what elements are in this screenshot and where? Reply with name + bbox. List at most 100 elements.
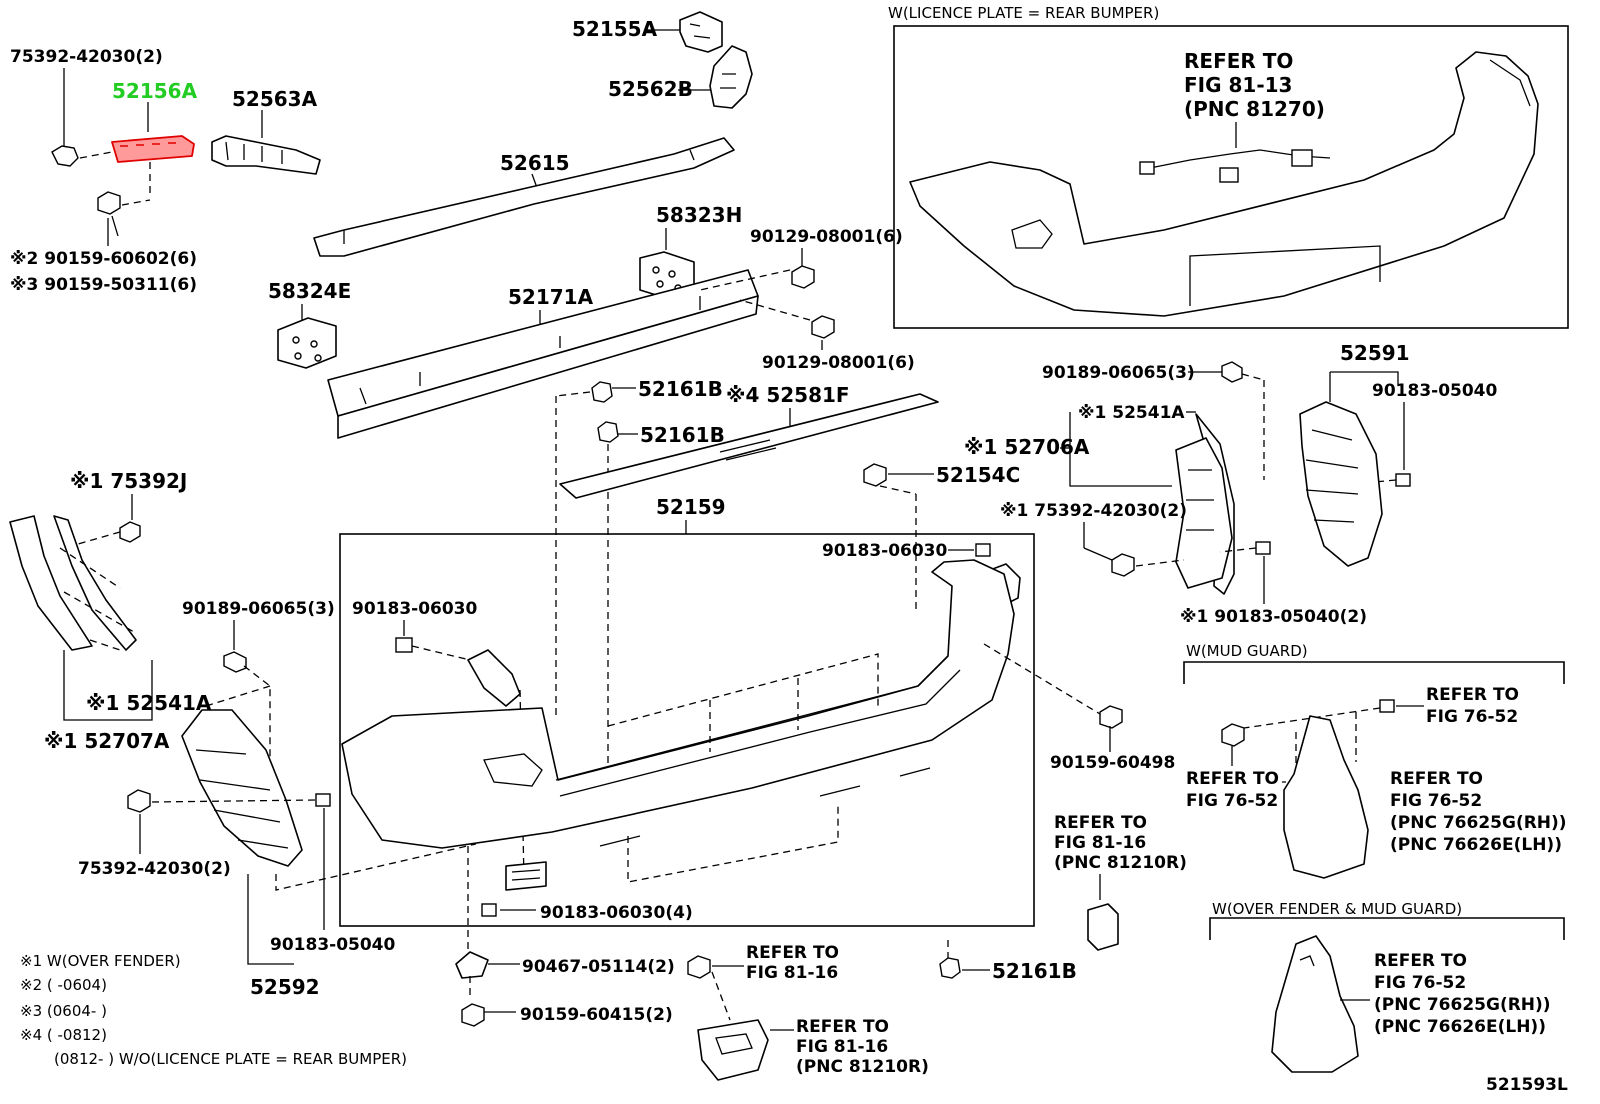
retainer-bottom[interactable] <box>505 861 547 891</box>
label-52562B[interactable]: 52562B <box>608 77 693 101</box>
label-58324E[interactable]: 58324E <box>268 279 351 303</box>
clip-52154C[interactable] <box>863 463 887 487</box>
label-75392-42030-l[interactable]: 75392-42030(2) <box>78 859 231 879</box>
label-52155A[interactable]: 52155A <box>572 17 658 41</box>
label-90183-06030-a[interactable]: 90183-06030 <box>822 541 948 561</box>
mud-guard-flap-over-fender[interactable] <box>1271 935 1359 1073</box>
ref-76-52-c-l1[interactable]: REFER TO <box>1390 769 1483 789</box>
clip-90189-06065-r[interactable] <box>1221 361 1243 383</box>
label-75392J[interactable]: ※1 75392J <box>70 469 187 493</box>
bracket-90467-05114[interactable] <box>455 951 489 979</box>
bracket-58324E[interactable] <box>277 317 337 369</box>
rear-bumper-licence-variant[interactable] <box>909 51 1539 317</box>
label-90159-60602[interactable]: ※2 90159-60602(6) <box>10 249 197 269</box>
ref-76-52-b-l1[interactable]: REFER TO <box>1186 769 1279 789</box>
ref-76-52-d-l3[interactable]: (PNC 76625G(RH)) <box>1374 995 1551 1015</box>
label-90467-05114[interactable]: 90467-05114(2) <box>522 957 675 977</box>
fender-liner-52706A[interactable] <box>1175 437 1233 589</box>
retainer-52562B[interactable] <box>709 45 753 109</box>
ref-81-16-a-l3[interactable]: (PNC 81210R) <box>1054 853 1187 873</box>
clip-75392-42030-l[interactable] <box>127 789 151 813</box>
nut-90183-05040-r[interactable] <box>1395 473 1411 487</box>
fender-liner-52592[interactable] <box>181 709 303 867</box>
label-90183-06030-4[interactable]: 90183-06030(4) <box>540 903 693 923</box>
clip-52161B-a[interactable] <box>591 381 613 403</box>
step-pad-52581F[interactable] <box>559 393 939 499</box>
label-90183-05040-l[interactable]: 90183-05040 <box>270 935 396 955</box>
nut-90183-06030-4[interactable] <box>481 903 497 917</box>
retainer-52563A[interactable] <box>211 135 321 175</box>
label-90129-08001-b[interactable]: 90129-08001(6) <box>762 353 915 373</box>
ref-76-52-c-l4[interactable]: (PNC 76626E(LH)) <box>1390 835 1562 855</box>
ref-76-52-c-l3[interactable]: (PNC 76625G(RH)) <box>1390 813 1567 833</box>
nut-90183-06030-a[interactable] <box>975 543 991 557</box>
ref-81-16-b-l2[interactable]: FIG 81-16 <box>746 963 838 983</box>
ref-81-16-a-l2[interactable]: FIG 81-16 <box>1054 833 1146 853</box>
absorber-52615[interactable] <box>313 137 735 257</box>
label-52161B-c[interactable]: 52161B <box>992 959 1077 983</box>
nut-mud-guard[interactable] <box>1379 699 1395 713</box>
clip-90189-06065-l[interactable] <box>223 651 247 673</box>
clip-75392-42030-r[interactable] <box>1111 553 1135 577</box>
label-52159[interactable]: 52159 <box>656 495 726 519</box>
bolt-90159-60602[interactable] <box>97 191 121 237</box>
clip-52161B-c[interactable] <box>939 957 961 979</box>
clip-52161B-b[interactable] <box>597 421 619 443</box>
ref-76-52-d-l4[interactable]: (PNC 76626E(LH)) <box>1374 1017 1546 1037</box>
ref-81-16-a-l1[interactable]: REFER TO <box>1054 813 1147 833</box>
ref-76-52-b-l2[interactable]: FIG 76-52 <box>1186 791 1278 811</box>
nut-90183-06030-b[interactable] <box>395 637 413 653</box>
label-52541A-r[interactable]: ※1 52541A <box>1078 403 1185 423</box>
label-52591[interactable]: 52591 <box>1340 341 1410 365</box>
label-75392-42030-top[interactable]: 75392-42030(2) <box>10 47 163 67</box>
mud-guard-flap[interactable] <box>1283 715 1369 879</box>
reflector-lamp[interactable] <box>1087 903 1119 951</box>
label-52615[interactable]: 52615 <box>500 151 570 175</box>
ref-81-16-c-l1[interactable]: REFER TO <box>796 1017 889 1037</box>
bracket-58323H[interactable] <box>639 251 695 299</box>
label-52156A[interactable]: 52156A <box>112 79 198 103</box>
harness-licence-light[interactable] <box>1139 149 1331 183</box>
label-90159-60415[interactable]: 90159-60415(2) <box>520 1005 673 1025</box>
label-90159-60498[interactable]: 90159-60498 <box>1050 753 1175 773</box>
label-52592[interactable]: 52592 <box>250 975 320 999</box>
label-52154C[interactable]: 52154C <box>936 463 1020 487</box>
label-52161B-b[interactable]: 52161B <box>640 423 725 447</box>
label-90129-08001-a[interactable]: 90129-08001(6) <box>750 227 903 247</box>
ref-81-13-l1[interactable]: REFER TO <box>1184 49 1293 73</box>
ref-76-52-a-l1[interactable]: REFER TO <box>1426 685 1519 705</box>
ref-81-13-l3[interactable]: (PNC 81270) <box>1184 97 1325 121</box>
bumper-cover-52159[interactable] <box>341 559 1015 849</box>
part-52156A-highlighted[interactable] <box>111 135 195 163</box>
ref-76-52-c-l2[interactable]: FIG 76-52 <box>1390 791 1482 811</box>
label-90183-06030-b[interactable]: 90183-06030 <box>352 599 478 619</box>
label-52541A-l[interactable]: ※1 52541A <box>86 691 212 715</box>
fog-lamp-rear[interactable] <box>697 1019 769 1081</box>
bolt-90159-60415[interactable] <box>461 1003 485 1027</box>
nut-90183-05040-l[interactable] <box>315 793 331 807</box>
reinforcement-52171A[interactable] <box>327 269 759 439</box>
label-52171A[interactable]: 52171A <box>508 285 594 309</box>
bracket-52155A[interactable] <box>679 11 723 53</box>
bolt-90159-60498[interactable] <box>1099 705 1123 729</box>
clip-fog-lamp[interactable] <box>687 955 711 979</box>
label-58323H[interactable]: 58323H <box>656 203 742 227</box>
bracket-upper-left[interactable] <box>467 649 521 707</box>
fender-liner-52591[interactable] <box>1299 401 1383 567</box>
nut-90183-05040-r2[interactable] <box>1255 541 1271 555</box>
label-52706A[interactable]: ※1 52706A <box>964 435 1090 459</box>
bolt-90129-08001-a[interactable] <box>791 265 815 289</box>
bolt-90129-08001-b[interactable] <box>811 315 835 339</box>
ref-81-16-c-l3[interactable]: (PNC 81210R) <box>796 1057 929 1077</box>
clip-mud-guard[interactable] <box>1221 723 1245 747</box>
label-52161B-a[interactable]: 52161B <box>638 377 723 401</box>
label-75392-42030-r[interactable]: ※1 75392-42030(2) <box>1000 501 1187 521</box>
ref-81-16-c-l2[interactable]: FIG 81-16 <box>796 1037 888 1057</box>
label-90189-06065-r[interactable]: 90189-06065(3) <box>1042 363 1195 383</box>
fender-arch-52707A[interactable] <box>9 515 137 651</box>
label-90183-05040-2[interactable]: ※1 90183-05040(2) <box>1180 607 1367 627</box>
label-52707A[interactable]: ※1 52707A <box>44 729 170 753</box>
label-90159-50311[interactable]: ※3 90159-50311(6) <box>10 275 197 295</box>
label-90183-05040-r[interactable]: 90183-05040 <box>1372 381 1498 401</box>
clip-75392J[interactable] <box>119 521 141 543</box>
